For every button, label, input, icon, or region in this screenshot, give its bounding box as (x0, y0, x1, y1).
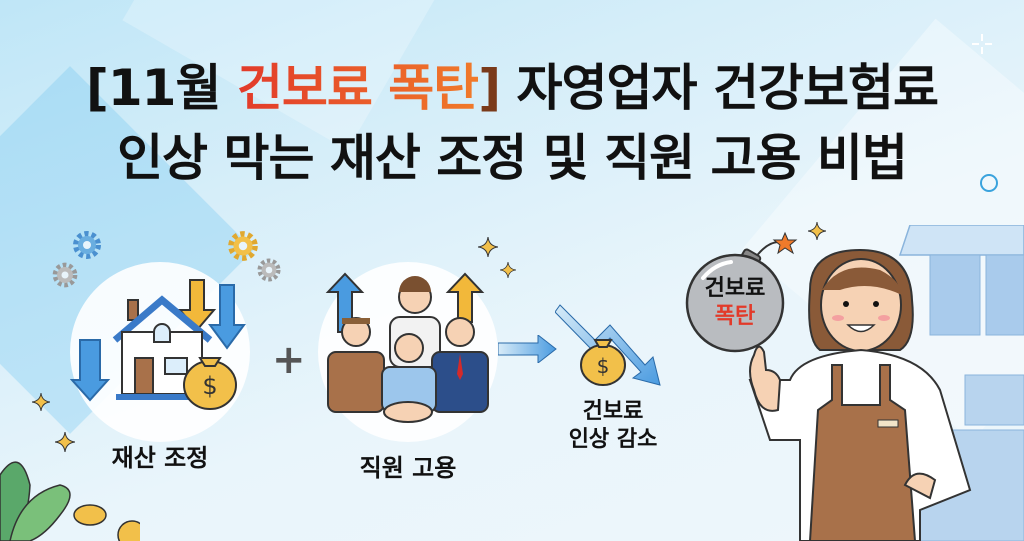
step-label: 재산 조정 (111, 444, 209, 472)
step-label-line: 인상 감소 (568, 427, 658, 452)
svg-text:$: $ (597, 354, 610, 378)
title-highlight: 건보료 폭탄 (236, 59, 479, 117)
sparkle-icon (972, 34, 992, 54)
plus-operator: + (272, 337, 306, 383)
sparkle-icon (478, 237, 498, 257)
sparkle-icon (32, 393, 50, 411)
bomb-icon (685, 231, 798, 353)
gear-icon (257, 258, 281, 282)
gear-icon (52, 262, 78, 288)
sparkle-icon (808, 222, 826, 240)
gear-icon (228, 231, 258, 261)
bomb-label: 건보료 폭탄 (685, 275, 785, 331)
title-prefix: [11월 (86, 59, 237, 117)
house-with-money-bag-icon: $ (70, 279, 246, 410)
leaves-and-coins-icon (0, 461, 140, 541)
step-label: 직원 고용 (359, 454, 457, 482)
bomb-label-line1: 건보료 (704, 276, 766, 301)
svg-text:$: $ (202, 372, 217, 400)
title-line-1: [11월 건보료 폭탄] 자영업자 건강보험료 (0, 58, 1024, 118)
arrow-right-icon (498, 335, 557, 363)
title-line-2: 인상 막는 재산 조정 및 직원 고용 비법 (117, 129, 908, 187)
gear-icon (73, 231, 101, 259)
ring-icon (980, 174, 998, 192)
cafe-owner-character (748, 248, 972, 541)
money-bag-down-arrow-icon: $ (555, 304, 661, 386)
title-bracket: ] (478, 59, 501, 117)
step-label: 건보료 인상 감소 (548, 398, 678, 454)
title-suffix: 자영업자 건강보험료 (500, 59, 939, 117)
sparkle-icon (55, 432, 75, 452)
bomb-label-line2: 폭탄 (714, 304, 756, 329)
sparkle-icon (500, 262, 516, 278)
step-label-line: 건보료 (582, 399, 644, 424)
employees-handshake-icon (325, 272, 489, 423)
